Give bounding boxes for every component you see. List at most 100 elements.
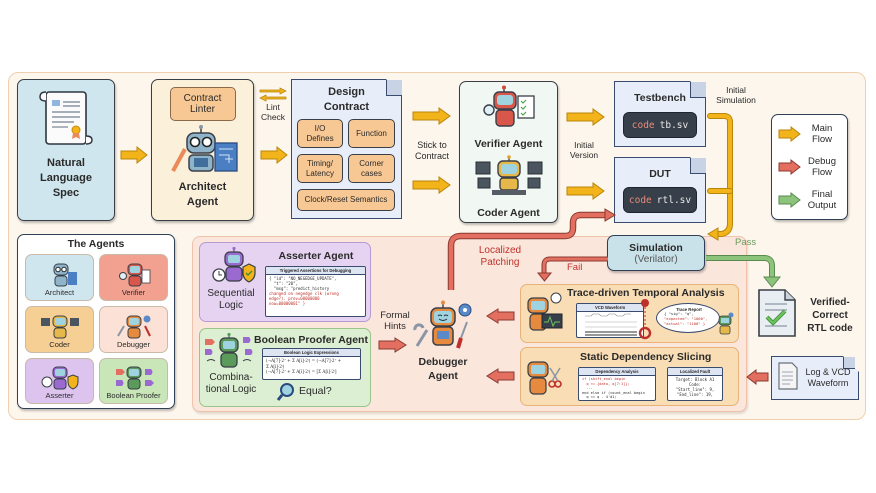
initial-version-line: Initial — [574, 140, 594, 150]
dut-code-chip: code rtl.sv — [623, 187, 697, 213]
main-flow-arrow — [260, 145, 288, 165]
lint-check-label: Lint Check — [256, 102, 290, 122]
debugger-line: Debugger — [418, 356, 468, 368]
trace-report-title: Trace Report — [676, 307, 702, 312]
agent-tile-boolean-proofer: Boolean Proofer — [99, 358, 168, 404]
natural-language-spec: Natural Language Spec — [17, 79, 115, 221]
contract-title-line: Design — [328, 86, 365, 98]
code-keyword: code — [628, 194, 652, 206]
stick-to-contract-label: Stick to Contract — [404, 140, 460, 162]
asserter-side-line: Logic — [219, 300, 243, 311]
scroll-certificate-icon — [39, 91, 93, 145]
log-vcd-label: Log & VCD Waveform — [800, 367, 856, 389]
simulation-subtitle: (Verilator) — [634, 253, 678, 265]
debugger-agent-label: Debugger Agent — [410, 355, 476, 383]
proofer-robot-icon — [114, 365, 154, 391]
testbench-filename: tb.sv — [659, 119, 689, 131]
assertion-code-line: edge?). prev=00000000 — [269, 296, 320, 302]
hints-line: Hints — [384, 321, 406, 333]
verified-line: Correct — [812, 310, 848, 321]
dependency-code-line: end else if (count_enal begin — [582, 390, 645, 395]
asserter-robot-icon — [40, 365, 80, 391]
log-document-icon — [778, 362, 798, 390]
initial-sim-line: Simulation — [716, 95, 756, 106]
hints-line: Formal — [380, 310, 410, 321]
agent-tile-architect: Architect — [25, 254, 94, 301]
trace-report-line: { "sig": "q", — [664, 311, 694, 317]
dependency-analysis-box: Dependency Analysis if (shift_enal begin… — [578, 367, 656, 401]
asserter-robot-icon — [212, 246, 256, 283]
stick-line: Stick to — [417, 140, 447, 150]
legend-line: Flow — [811, 134, 833, 146]
legend-main-flow-icon — [778, 125, 801, 143]
chip-line: Function — [356, 128, 387, 138]
debugger-robot-icon — [114, 314, 154, 340]
initial-version-label: Initial Version — [562, 140, 606, 160]
agent-tile-debugger: Debugger — [99, 306, 168, 353]
verifier-robot-icon — [483, 85, 535, 127]
assertions-box-title: Triggered Assertions for Debugging — [266, 267, 365, 276]
testbench-code-chip: code tb.sv — [623, 112, 697, 138]
coder-agent-name: Coder Agent — [477, 207, 540, 219]
legend-main-flow: Main Flow — [802, 123, 842, 146]
verified-line: Verified- — [810, 297, 850, 308]
agent-name: Architect — [44, 288, 75, 297]
magnifier-icon — [276, 383, 294, 401]
triggered-assertions-box: Triggered Assertions for Debugging { "id… — [265, 266, 366, 317]
dut-title: DUT — [649, 168, 671, 180]
asserter-side-line: Sequential — [207, 288, 255, 299]
coder-robot-icon — [40, 314, 80, 340]
verified-line: RTL code — [807, 323, 853, 334]
agent-tile-asserter: Asserter — [25, 358, 94, 404]
trace-report-line: "actual": "1100" } — [664, 321, 706, 327]
architect-robot-icon — [170, 125, 238, 172]
debugger-line: Agent — [428, 370, 458, 383]
static-slicing-title: Static Dependency Slicing — [580, 351, 712, 363]
agent-tile-coder: Coder — [25, 306, 94, 353]
fail-label: Fail — [567, 262, 583, 273]
page-fold — [843, 357, 855, 369]
slicing-robot-icon — [527, 361, 562, 395]
contract-linter: Contract Linter — [169, 87, 236, 121]
fail-arrow — [536, 256, 608, 282]
lint-check-line: Check — [260, 112, 286, 123]
boolean-logic-box: Boolean Logic Expressions (¬A[7]·2⁷ + Σ … — [262, 348, 361, 380]
verifier-agent-name: Verifier Agent — [474, 138, 543, 150]
legend-debug-flow-icon — [778, 158, 801, 176]
main-flow-arrow — [120, 145, 148, 165]
initial-simulation-label: Initial Simulation — [708, 85, 764, 105]
chip-line: Corner — [359, 159, 384, 169]
debug-flow-arrow — [486, 368, 515, 384]
lint-check-line: Lint — [266, 102, 280, 112]
legend-line: Output — [807, 200, 837, 212]
dependency-code-line: q <= {data, q[7:1]}; — [582, 381, 630, 386]
lint-check-arrows — [259, 87, 287, 102]
dependency-code-line: if (shift_enal begin — [582, 377, 626, 382]
vcd-waveform-box: VCD Waveform — [576, 303, 644, 338]
agent-name: Boolean Proofer — [106, 391, 161, 400]
architect-name-line: Agent — [186, 195, 219, 208]
localized-fault-box: Localized Fault Target: Block A1 Code: "… — [667, 367, 723, 401]
logic-expression: (¬A[7]·2⁷ + Σ A[i]·2ⁱ) = [Σ A[i]·2ⁱ] — [266, 368, 337, 374]
logic-expression: Σ A[i]·2ⁱ) — [266, 363, 285, 369]
legend-line: Flow — [811, 167, 833, 179]
logic-expression: (¬A[7]·2⁷ + Σ A[i]·2ⁱ) = (¬A[7]·2⁷ + — [266, 358, 342, 364]
proofer-side-line: Combina- — [209, 372, 253, 383]
proofer-side-label: Combina- tional Logic — [200, 372, 262, 396]
assertion-code-line: { "id": "NO_NEGEDGE_UPDATE", — [269, 276, 337, 282]
chip-line: Timing/ — [307, 159, 333, 169]
main-flow-arrow — [566, 108, 605, 126]
chip-line: cases — [361, 168, 382, 178]
formal-hints-label: Formal Hints — [372, 310, 418, 333]
localized-patching-label: Localized Patching — [465, 245, 535, 269]
legend-final-output-icon — [778, 191, 801, 209]
assertion-code-line: "msg": "predict_history — [269, 286, 330, 292]
legend-debug-flow: Debug Flow — [802, 156, 842, 179]
dependency-box-title: Dependency Analysis — [579, 368, 655, 377]
legend-line: Main — [811, 123, 833, 134]
fault-line: Target: Block A1 — [675, 377, 715, 383]
chip-line: Clock/Reset Semantics — [304, 195, 388, 205]
dependency-code-line: ... — [582, 386, 593, 391]
main-flow-arrow — [412, 107, 451, 125]
architect-name-line: Architect — [178, 181, 227, 193]
